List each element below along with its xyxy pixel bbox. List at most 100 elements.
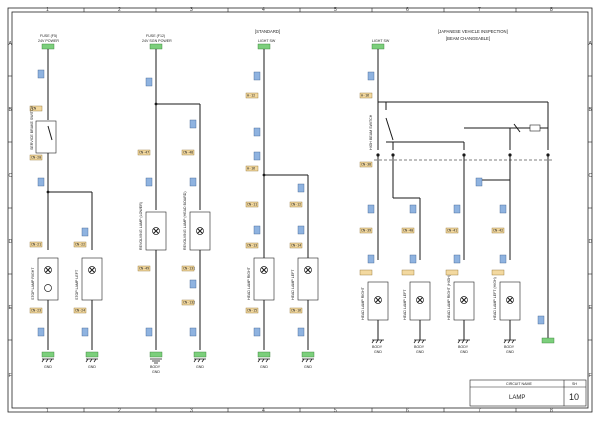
head-lamp-right-label: HEAD LAMP RIGHT <box>247 266 251 300</box>
body-label: BODY <box>504 345 515 349</box>
wire-tag <box>253 327 261 337</box>
service-brake-switch <box>35 120 57 154</box>
row-label: E <box>589 305 593 311</box>
col-label: 1 <box>46 7 49 13</box>
connector-tag-label: A-16 <box>361 94 369 98</box>
wire-tag <box>499 204 507 214</box>
ground-label: GND <box>196 365 204 369</box>
body-label: BODY <box>458 345 469 349</box>
connector-tag-label: CN-21 <box>31 243 41 247</box>
connector-tag-label: CN-22 <box>75 243 85 247</box>
col-label: 6 <box>406 7 409 13</box>
column-labels-top: 1 2 3 4 5 6 7 8 <box>46 7 553 13</box>
connector-tag <box>541 337 555 344</box>
wire-tag <box>453 204 461 214</box>
wire-tag <box>81 227 89 237</box>
circuit-stop-lamp: FUSE (F5) 24V POWER SERVICE BRAKE SWITCH… <box>29 34 103 369</box>
row-label: F <box>9 373 12 379</box>
connector-tag <box>257 351 271 358</box>
title-name: LAMP <box>509 395 525 401</box>
title-sheet-label: SH <box>572 382 577 386</box>
row-label: A <box>9 41 13 47</box>
row-label: E <box>9 305 13 311</box>
head-lamp-right <box>253 257 275 301</box>
connector-tag <box>149 43 163 50</box>
circuit-head-lamp-beam: LIGHT SW HIGH BEAM SWITCH <box>359 39 555 354</box>
col-label: 7 <box>478 408 481 414</box>
connector-tag <box>193 351 207 358</box>
tag-labels: CN CN-20 CN-21 CN-22 CN-23 CN-24 CN-47 C… <box>31 94 503 313</box>
connector-tag-label: CN-131 <box>183 267 195 271</box>
connector-tag-label: CN-39 <box>361 229 371 233</box>
supply-label: FUSE (F5) <box>40 34 57 38</box>
ground-label: GND <box>460 350 468 354</box>
head-lamp-left-high-label: HEAD LAMP LEFT (HIGH) <box>493 277 497 320</box>
connector-tag <box>181 265 195 272</box>
connector-tag <box>245 165 259 172</box>
service-brake-label: SERVICE BRAKE SWITCH <box>30 106 34 150</box>
connector-tag <box>73 241 87 248</box>
wire-tag <box>453 254 461 264</box>
ground-symbol <box>41 358 54 363</box>
connector-tag <box>301 351 315 358</box>
col-label: 5 <box>334 408 337 414</box>
ground-label: GND <box>44 365 52 369</box>
connector-tag-label: CN-16 <box>291 309 301 313</box>
row-label: F <box>589 373 592 379</box>
stop-lamp-right-label: STOP LAMP RIGHT <box>31 267 35 300</box>
ground-symbol <box>457 339 470 344</box>
connector-tag-label: CN-24 <box>75 309 85 313</box>
head-lamp-left <box>297 257 319 301</box>
col-label: 2 <box>118 7 121 13</box>
connector-tag <box>181 149 195 156</box>
row-label: C <box>589 173 593 179</box>
supply-label: LIGHT SW <box>372 39 390 43</box>
wire-tag <box>297 327 305 337</box>
connector-tag <box>29 241 43 248</box>
connector-tag-label: CN-49 <box>139 267 149 271</box>
ground-label: GND <box>374 350 382 354</box>
connector-tag-label: CN-48 <box>183 151 193 155</box>
wire-tag <box>367 71 375 81</box>
wire-tag <box>253 151 261 161</box>
ground-symbol <box>413 339 426 344</box>
connector-tag <box>73 307 87 314</box>
connector-tag <box>29 154 43 161</box>
supply-label: 24V SGN POWER <box>142 39 172 43</box>
connector-tag <box>245 307 259 314</box>
connector-tag <box>445 227 459 234</box>
ground-symbol <box>257 358 270 363</box>
supply-label: FUSE (F12) <box>146 34 165 38</box>
connector-tag <box>245 92 259 99</box>
col-label: 8 <box>550 7 553 13</box>
col-label: 5 <box>334 7 337 13</box>
connector-tag <box>445 269 459 276</box>
row-label: D <box>9 239 13 245</box>
title-number: 10 <box>569 392 579 402</box>
row-label: C <box>9 173 13 179</box>
circuit-head-lamp-standard: [STANDARD] LIGHT SW HEAD LAMP RIGHT HEAD… <box>245 29 319 369</box>
connector-tag-label: CN-132 <box>183 301 195 305</box>
col-label: 3 <box>190 7 193 13</box>
row-label: B <box>589 107 593 113</box>
head-lamp-left-beam-label: HEAD LAMP LEFT <box>403 289 407 320</box>
connector-tag <box>41 351 55 358</box>
connector-tag-label: CN-11 <box>247 203 257 207</box>
connector-tag <box>41 43 55 50</box>
wire-tag <box>145 177 153 187</box>
connector-tag <box>401 227 415 234</box>
wire-tag <box>145 77 153 87</box>
connector-tag-label: A-12 <box>247 94 255 98</box>
ground-label: GND <box>506 350 514 354</box>
wire-tag <box>253 71 261 81</box>
col-label: 4 <box>262 7 265 13</box>
ground-symbol <box>150 358 162 364</box>
column-labels-bottom: 1 2 3 4 5 6 7 8 <box>46 408 553 414</box>
ground-symbol <box>371 339 384 344</box>
body-label: BODY <box>372 345 383 349</box>
ground-symbol <box>193 358 206 363</box>
connector-tag <box>491 227 505 234</box>
revolving-upper-label: REVOLVING LAMP (HEAD BOARD) <box>183 191 187 250</box>
body-label: BODY <box>150 365 161 369</box>
